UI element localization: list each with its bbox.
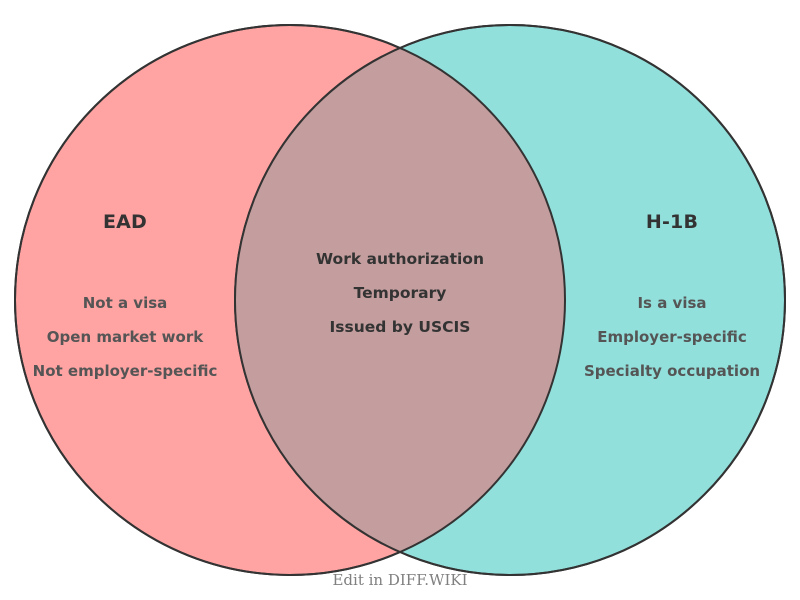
left-set-outline: [14, 24, 566, 576]
right-set-outline: [234, 24, 786, 576]
intersection-region[interactable]: [235, 25, 785, 575]
edit-in-diff-wiki-link[interactable]: Edit in DIFF.WIKI: [332, 571, 468, 589]
